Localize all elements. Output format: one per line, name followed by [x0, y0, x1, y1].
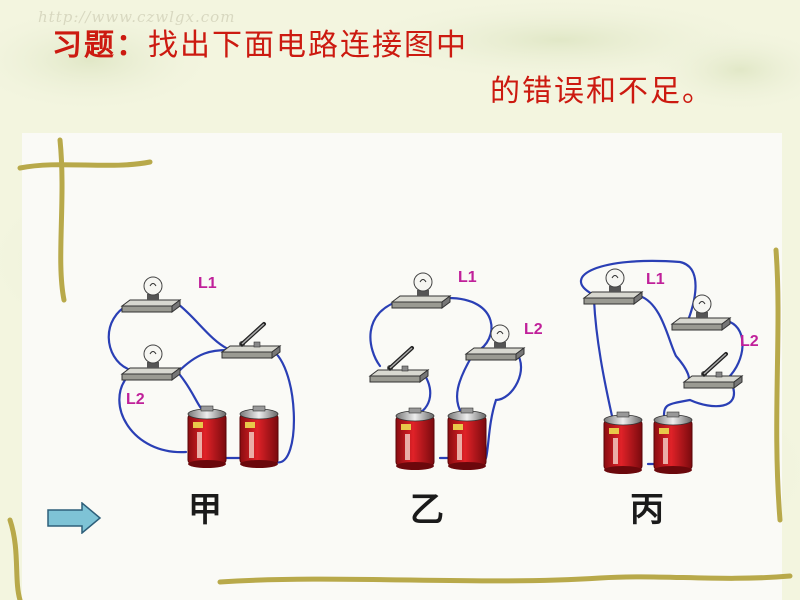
title-lead: 习题： [52, 28, 148, 63]
bing-lamp1-label: L1 [646, 271, 665, 288]
circuit-jia [107, 276, 295, 469]
vine-border [7, 137, 793, 600]
caption-bing: 丙 [630, 490, 664, 530]
bing-lamp2-label: L2 [740, 333, 759, 350]
caption-yi: 乙 [410, 490, 444, 530]
circuit-yi [370, 272, 525, 471]
page-title-line2: 的错误和不足。 [490, 74, 714, 109]
yi-lamp1-label: L1 [458, 269, 477, 286]
page-title: 习题：找出下面电路连接图中 [52, 20, 468, 64]
right-arrow-icon[interactable] [46, 502, 102, 534]
title-text: 找出下面电路连接图中 [148, 28, 468, 63]
circuit-bing [579, 259, 743, 475]
caption-jia: 甲 [188, 490, 222, 530]
jia-lamp1-label: L1 [198, 275, 217, 292]
watermark: http://www.czwlgx.com [38, 8, 236, 26]
yi-lamp2-label: L2 [524, 321, 543, 338]
jia-lamp2-label: L2 [126, 391, 145, 408]
